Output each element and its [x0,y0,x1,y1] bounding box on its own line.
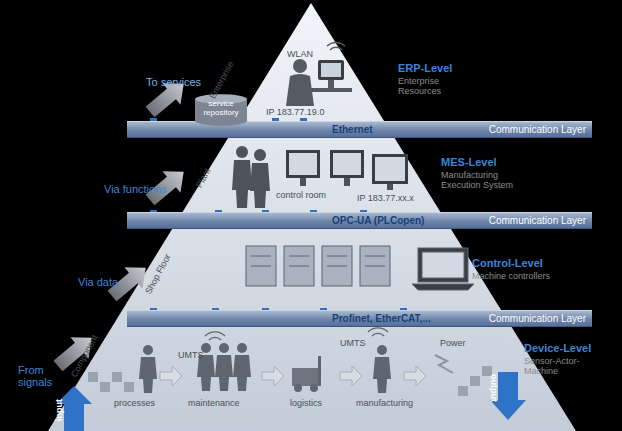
communication-band: OPC-UA (PLCopen) Communication Layer [127,212,592,229]
area-label: processes [114,398,155,408]
area-label: logistics [290,398,322,408]
area-label: maintenance [188,398,240,408]
network-label: UMTS [178,350,204,360]
level-title: Control-Level [472,257,543,269]
ip-address: IP 183.77.xx.x [357,193,414,203]
communication-band: Ethernet Communication Layer [127,121,592,138]
level-description: Enterprise Resources [398,76,460,96]
direction-label: To services [146,76,201,88]
level-description: Sensor-Actor-Machine [524,356,590,376]
level-description: Machine controllers [472,271,550,281]
arrow-label: input [54,399,64,421]
network-label: WLAN [287,49,313,59]
power-label: Power [440,338,466,348]
ip-address: IP 183.77.19.0 [266,107,324,117]
network-name: Ethernet [332,124,373,136]
level-title: MES-Level [441,156,497,168]
room-label: control room [276,190,326,200]
area-label: manufacturing [356,398,413,408]
network-name: Profinet, EtherCAT,... [332,313,431,325]
communication-band: Profinet, EtherCAT,... Communication Laye… [127,310,592,327]
level-title: ERP-Level [398,62,452,74]
repository-label: service repository [194,93,248,117]
level-title: Device-Level [524,342,591,354]
network-name: OPC-UA (PLCopen) [332,215,424,227]
layer-name: Communication Layer [489,313,586,325]
layer-name: Communication Layer [489,124,586,136]
direction-label: Via data [78,276,118,288]
network-label: UMTS [340,338,366,348]
level-description: Manufacturing Execution System [441,170,529,190]
service-repository-cylinder: service repository [194,93,248,127]
direction-label: From signals [18,364,70,389]
layer-name: Communication Layer [489,215,586,227]
direction-label: Via functions [104,183,167,195]
arrow-label: output [489,374,499,402]
